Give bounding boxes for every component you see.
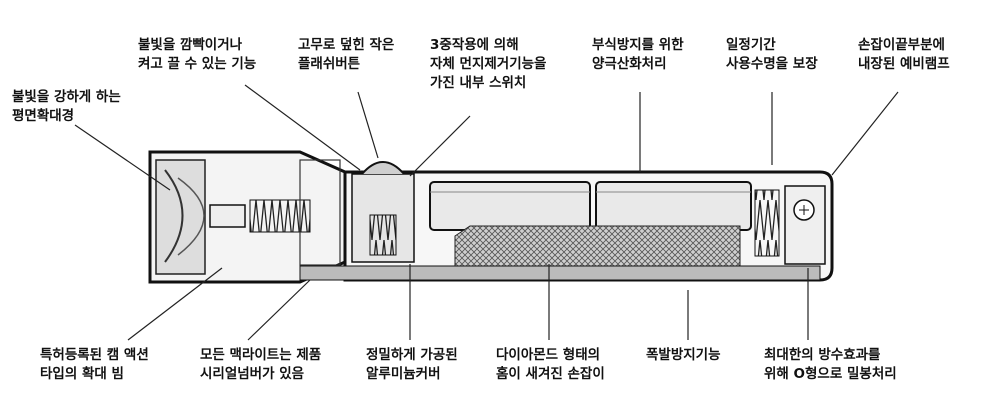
flashlight-barrel <box>299 161 834 282</box>
flashlight-head <box>148 150 347 284</box>
leader-lines <box>74 84 899 341</box>
label-explosion: 폭발방지기능 <box>646 347 721 363</box>
